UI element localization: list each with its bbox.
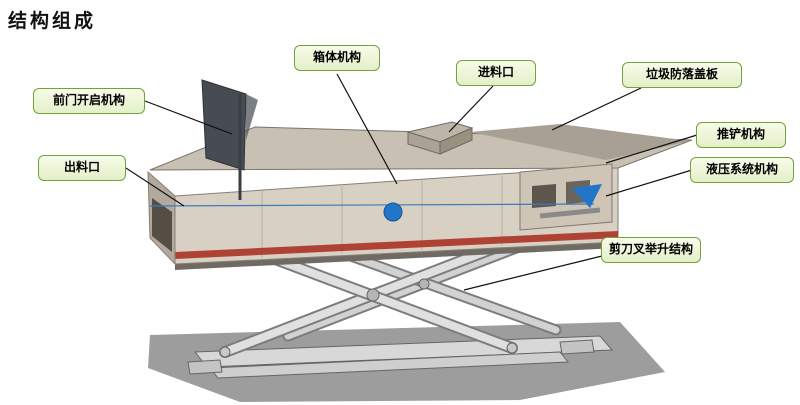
- label-front-door-text: 前门开启机构: [52, 93, 125, 107]
- label-scissor-lift-text: 剪刀叉举升结构: [608, 242, 693, 256]
- label-feed-inlet: 进料口: [456, 60, 536, 86]
- red-stripe: [175, 231, 618, 259]
- blue-pivot-dot: [383, 202, 403, 222]
- label-pusher-text: 推铲机构: [716, 127, 765, 141]
- label-box-body-text: 箱体机构: [312, 50, 361, 64]
- label-cover-plate: 垃圾防落盖板: [622, 62, 742, 88]
- label-hydraulic-system: 液压系统机构: [690, 157, 794, 183]
- label-scissor-lift: 剪刀叉举升结构: [601, 237, 701, 263]
- label-box-body-mechanism: 箱体机构: [294, 45, 380, 71]
- label-outlet-text: 出料口: [63, 160, 100, 174]
- label-outlet: 出料口: [38, 155, 126, 181]
- label-pusher-mechanism: 推铲机构: [696, 122, 786, 148]
- blue-arrow: [572, 184, 602, 208]
- front-door-shape: [201, 79, 247, 171]
- label-hydraulic-text: 液压系统机构: [705, 162, 778, 176]
- label-front-door-mechanism: 前门开启机构: [33, 88, 145, 114]
- page-title: 结构组成: [8, 11, 97, 32]
- cover-plate-shape: [470, 124, 690, 160]
- label-feed-inlet-text: 进料口: [477, 65, 514, 79]
- label-cover-plate-text: 垃圾防落盖板: [645, 67, 718, 81]
- blue-axis-line: [149, 203, 595, 207]
- hopper-shape: [406, 121, 474, 155]
- outlet-opening: [152, 198, 172, 252]
- leader-lines: [125, 73, 698, 291]
